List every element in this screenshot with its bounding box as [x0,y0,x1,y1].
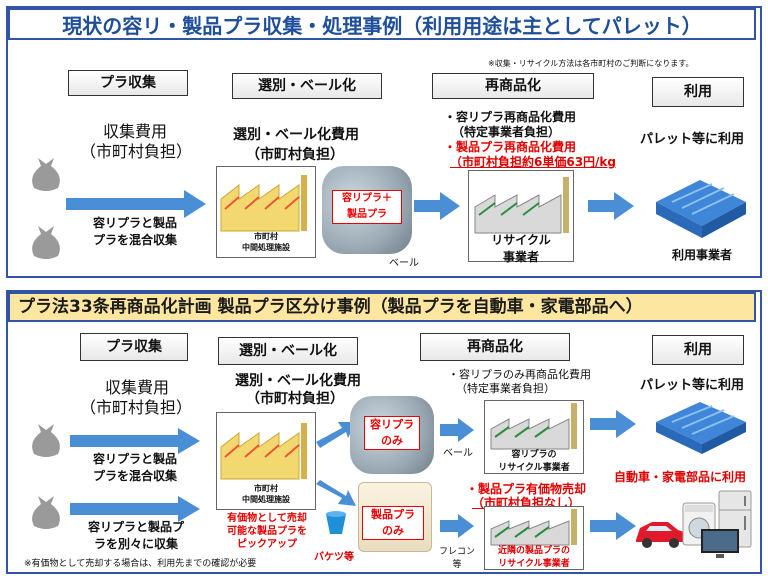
flow-arrow [590,512,636,540]
top-stage-use: 利用 [652,77,744,107]
top-sorting-cost: 選別・ベール化費用 [233,127,359,143]
bottom-stage-use: 利用 [652,335,744,365]
top-stage-reproduct: 再商品化 [432,73,594,99]
factory-icon [490,403,577,450]
bottom-bale-text: ベール [443,448,473,459]
top-reproduct-cost-1: ・容リプラ再商品化費用 [444,110,577,124]
bottom-collection-burden: （市町村負担） [79,398,192,417]
bucket-icon [326,511,346,534]
bottom-flecon: フレコン 等 [438,547,475,570]
pallet-icon [656,402,746,454]
car-icon [636,522,684,548]
flow-arrow [316,480,356,506]
flow-arrow [70,428,200,454]
top-title: 現状の容リ・製品プラ収集・処理事例（利用用途は主としてパレット） [8,8,756,40]
bottom-auto-use: 自動車・家電部品に利用 [613,470,746,484]
bottom-title: プラ法33条再商品化計画 製品プラ区分け事例（製品プラを自動車・家電部品へ） [8,292,756,322]
bottom-separate-collection: 容リプラと製品プ ラを別々に収集 [87,520,184,551]
top-facility: 市町村 中間処理施設 [216,166,316,258]
top-note: ※収集・リサイクル方法は各市町村のご判断になります。 [488,59,694,68]
top-use-text: パレット等に利用 [639,132,744,147]
bottom-facility-label: 市町村 中間処理施設 [242,484,290,504]
bottom-use-text: パレット等に利用 [639,378,744,393]
factory-icon [474,177,569,234]
top-recycler: リサイクル 事業者 [468,170,574,264]
bottom-sorting-cost: 選別・ベール化費用 [235,373,361,389]
bottom-reproduct-burden-1: （特定事業者負担） [456,382,555,395]
bottom-recycler-b: 近隣の製品プラの リサイクル事業者 [484,506,584,570]
top-facility-label: 市町村 中間処理施設 [242,232,290,252]
factory-icon [220,175,307,232]
trash-bag-icon [32,226,60,259]
top-collection-burden: （市町村負担） [79,142,192,161]
flow-arrow [588,192,634,220]
factory-icon [490,509,577,546]
trash-bag-icon [32,424,60,457]
bottom-bale-a-label: 容リプラ のみ [364,416,420,450]
bottom-mixed-collection: 容リプラと製品 プラを混合収集 [92,452,177,483]
top-sorting-burden: （市町村負担） [246,147,344,163]
top-bale-text: ベール [389,258,419,269]
flow-arrow [66,190,206,218]
flow-arrow [316,422,356,448]
bottom-sorting-burden: （市町村負担） [246,391,344,407]
bottom-bucket: バケツ等 [314,552,354,563]
top-user: 利用事業者 [671,248,732,262]
bottom-bale-b-label: 製品プラ のみ [362,506,424,540]
bottom-footnote: ※有価物として売却する場合は、利用先までの確認が必要 [24,559,257,569]
flow-arrow [590,410,636,438]
factory-icon [220,423,307,480]
trash-bag-icon [32,158,60,191]
flow-arrow [440,514,474,538]
top-stage-collection: プラ収集 [68,70,188,96]
top-reproduct-burden-1: （特定事業者負担） [452,125,561,139]
bottom-sold: ・製品プラ有価物売却 [466,482,587,496]
top-collection-cost: 収集費用 [102,122,167,141]
bottom-recycler-a: 容リプラの リサイクル事業者 [484,400,584,474]
bottom-recycler-b-label: 近隣の製品プラの リサイクル事業者 [497,546,570,569]
top-reproduct-cost-2: ・製品プラ再商品化費用 [444,140,577,154]
flow-arrow [414,192,460,220]
bottom-recycler-a-label: 容リプラの リサイクル事業者 [498,450,570,473]
flow-arrow [440,418,474,442]
top-mixed-collection: 容リプラと製品 プラを混合収集 [92,216,177,247]
bottom-collection-cost: 収集費用 [104,378,169,397]
flow-arrow [70,496,200,522]
bottom-stage-collection: プラ収集 [80,333,188,361]
top-recycler-label: リサイクル 事業者 [491,233,551,264]
bottom-stage-sorting: 選別・ベール化 [218,337,358,365]
top-bale-label: 容リプラ＋ 製品プラ [332,190,402,224]
bottom-facility: 市町村 中間処理施設 [216,412,316,510]
pallet-icon [656,180,746,238]
top-stage-sorting: 選別・ベール化 [232,73,382,99]
top-reproduct-burden-2: （市町村負担約6単価63円/kg [450,155,617,169]
bottom-stage-reproduct: 再商品化 [420,333,570,361]
bottom-pickup: 有価物として売却 可能な製品プラを ピックアップ [227,513,307,550]
television-icon [701,529,739,558]
bottom-reproduct-cost-1: ・容リプラのみ再商品化費用 [448,368,591,381]
trash-bag-icon [32,496,60,529]
